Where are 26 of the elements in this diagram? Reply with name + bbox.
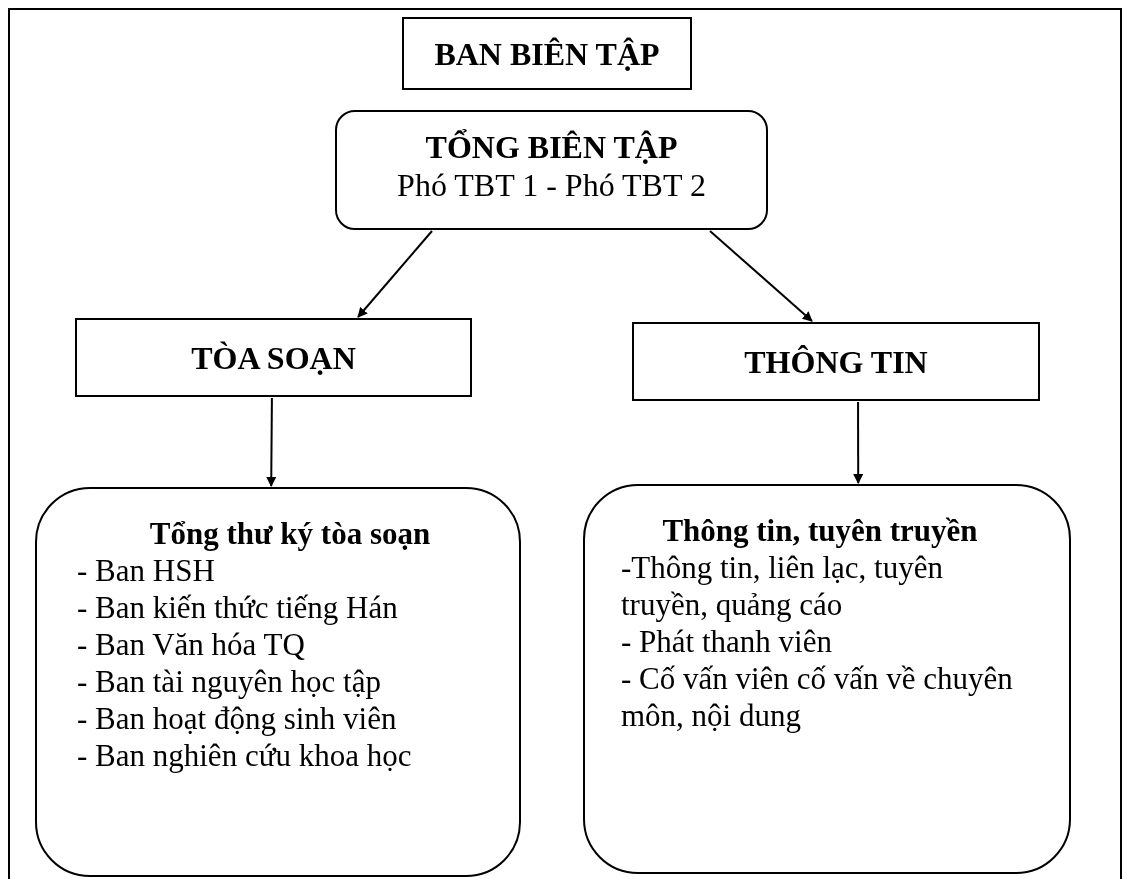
list-item: - Phát thanh viên — [621, 623, 833, 660]
arrow — [853, 401, 864, 484]
department-box — [632, 322, 1040, 401]
list-item: - Ban HSH — [77, 552, 216, 589]
list-item: - Ban Văn hóa TQ — [77, 626, 306, 663]
arrow — [709, 230, 813, 322]
rounded-box — [335, 110, 768, 230]
box-heading: Tổng thư ký tòa soạn — [148, 515, 432, 552]
box-title: TÒA SOẠN — [191, 338, 356, 378]
list-item: - Ban hoạt động sinh viên — [77, 700, 398, 737]
list-item: - Ban kiến thức tiếng Hán — [77, 589, 399, 626]
box-heading: Thông tin, tuyên truyền — [661, 512, 979, 549]
list-item: - Ban nghiên cứu khoa học — [77, 737, 413, 774]
rounded-box — [35, 487, 521, 877]
arrow — [357, 230, 433, 318]
box-title: TỔNG BIÊN TẬP — [425, 128, 678, 166]
list-item: - Cố vấn viên cố vấn về chuyên môn, nội dung — [621, 660, 1014, 734]
box-subtitle: Phó TBT 1 - Phó TBT 2 — [397, 166, 706, 204]
arrow — [266, 397, 277, 487]
department-box — [75, 318, 472, 397]
list-item: - Ban tài nguyên học tập — [77, 663, 382, 700]
rounded-box — [583, 484, 1071, 874]
box-title: THÔNG TIN — [744, 342, 928, 382]
list-item: -Thông tin, liên lạc, tuyên truyền, quảng cáo — [621, 549, 944, 623]
box-title: BAN BIÊN TẬP — [434, 34, 660, 74]
title-box — [402, 17, 692, 90]
